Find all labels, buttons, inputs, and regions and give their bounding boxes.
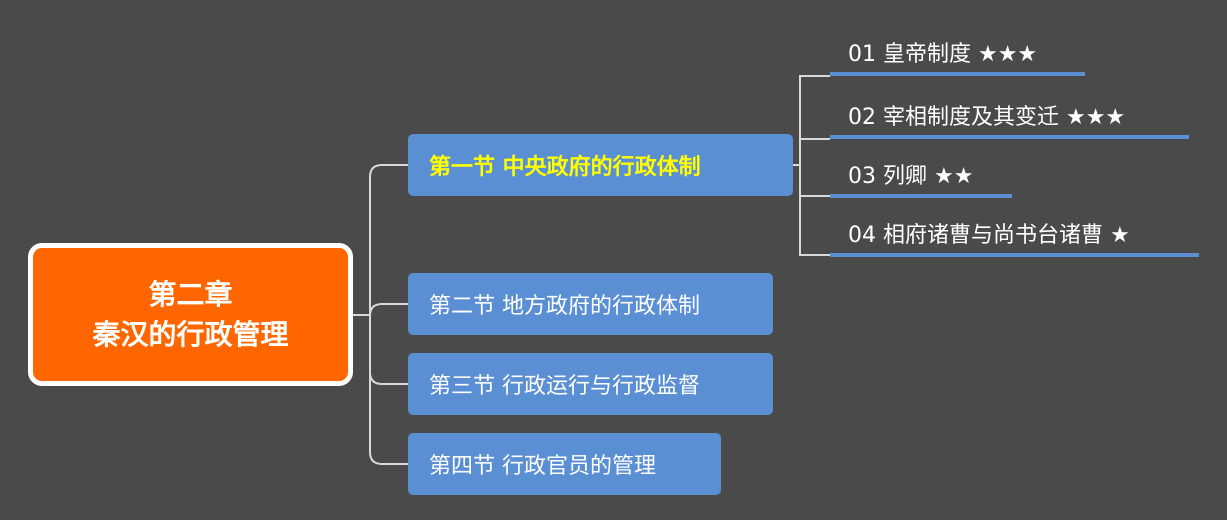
topic-label: 04 相府诸曹与尚书台诸曹 ★ [848,223,1130,248]
topic-connector-3 [799,165,830,197]
chapter-title: 秦汉的行政管理 [92,317,289,351]
topic-connector-1 [799,75,830,165]
topic-node-3[interactable]: 03 列卿 ★★ [830,154,1012,198]
topic-label: 02 宰相制度及其变迁 ★★★ [848,105,1126,130]
section-label: 第四节 行政官员的管理 [429,454,656,479]
section-node-4[interactable]: 第四节 行政官员的管理 [408,433,721,495]
topic-label: 01 皇帝制度 ★★★ [848,42,1038,67]
section-node-3[interactable]: 第三节 行政运行与行政监督 [408,353,773,415]
section-label: 第二节 地方政府的行政体制 [429,294,700,319]
topic-connector-4 [799,165,830,256]
section-connector-2 [369,303,408,317]
section-label: 第三节 行政运行与行政监督 [429,374,700,399]
section-node-2[interactable]: 第二节 地方政府的行政体制 [408,273,773,335]
section-node-1[interactable]: 第一节 中央政府的行政体制 [408,134,793,196]
chapter-number: 第二章 [148,277,233,311]
topic-node-2[interactable]: 02 宰相制度及其变迁 ★★★ [830,95,1189,139]
topic-label: 03 列卿 ★★ [848,164,974,189]
section-connector-3 [369,315,408,385]
topic-node-1[interactable]: 01 皇帝制度 ★★★ [830,32,1085,76]
section-connector-4 [369,372,408,465]
topic-connector-2 [799,138,830,165]
section-connector-1 [369,164,408,315]
section-label: 第一节 中央政府的行政体制 [429,155,701,180]
chapter-root-node[interactable]: 第二章 秦汉的行政管理 [28,243,353,386]
topic-node-4[interactable]: 04 相府诸曹与尚书台诸曹 ★ [830,213,1199,257]
